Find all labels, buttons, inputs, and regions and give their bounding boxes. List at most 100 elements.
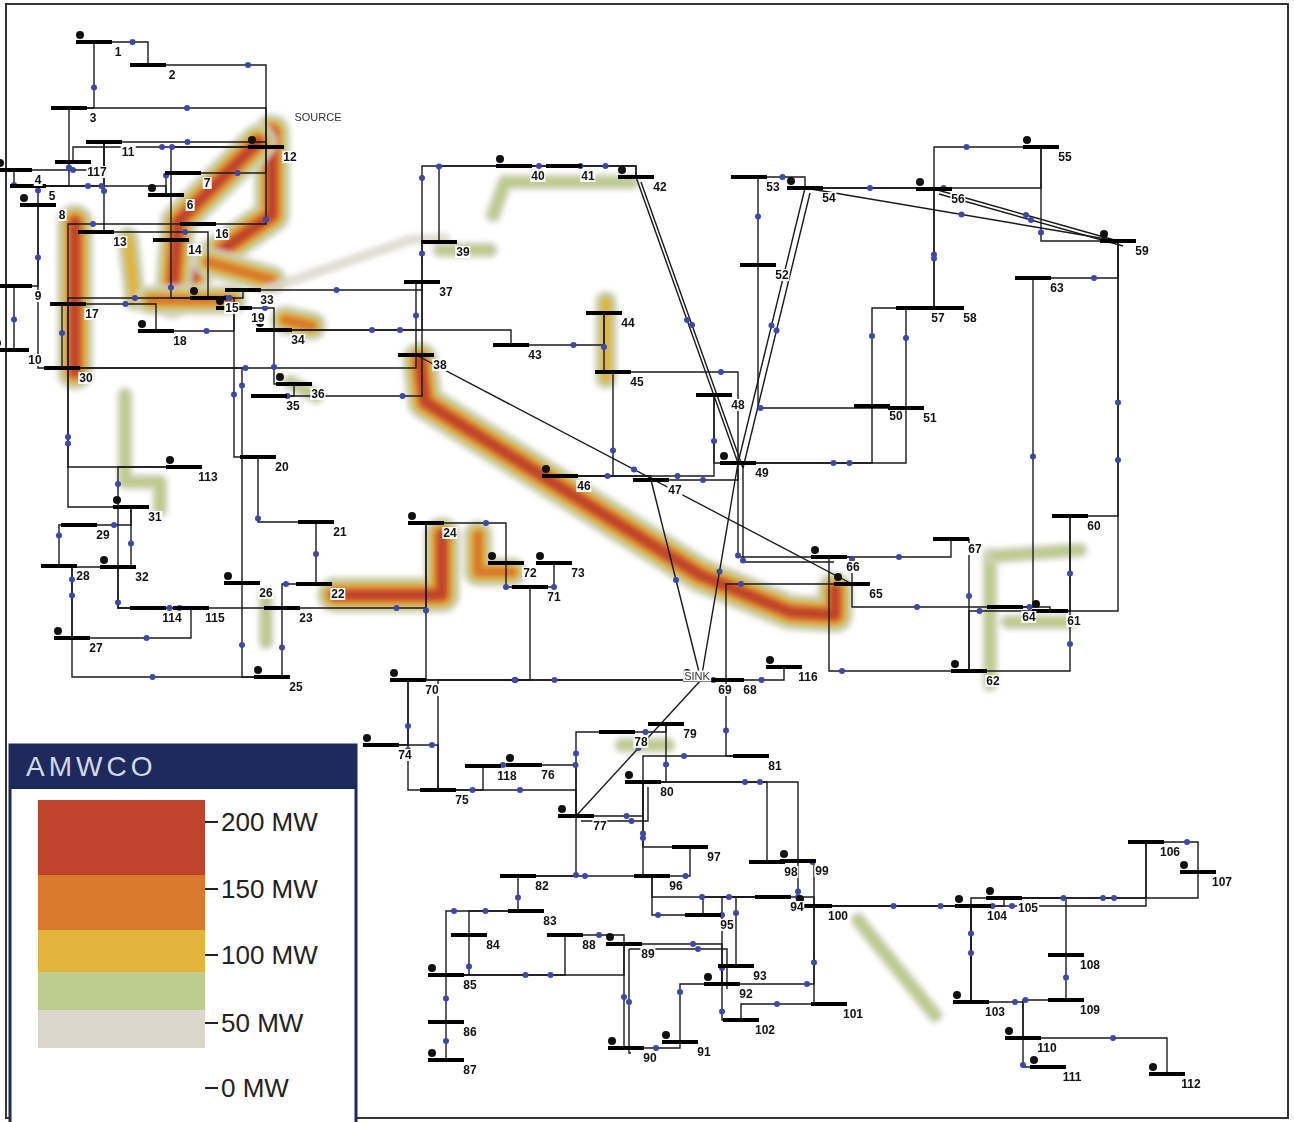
branch-dot bbox=[517, 787, 523, 793]
generator-symbol bbox=[1149, 1063, 1157, 1071]
bus-number: 114 bbox=[161, 612, 182, 624]
branch-line bbox=[738, 188, 805, 463]
heat-band bbox=[420, 360, 835, 615]
bus-number: 118 bbox=[496, 770, 517, 782]
heat-band bbox=[1008, 617, 1070, 627]
branch-dot bbox=[621, 994, 627, 1000]
legend-swatch bbox=[38, 972, 205, 1010]
branch-dot bbox=[690, 941, 696, 947]
generator-symbol bbox=[1100, 230, 1108, 238]
branch-line bbox=[576, 732, 617, 816]
bus-bar bbox=[811, 1002, 847, 1006]
branch-line bbox=[738, 463, 829, 557]
heat-band bbox=[478, 535, 512, 572]
branch-dot bbox=[397, 327, 403, 333]
bus-bar bbox=[955, 904, 991, 908]
bus-bar bbox=[1032, 609, 1068, 613]
branch-line bbox=[258, 457, 316, 522]
branch-line bbox=[1023, 1000, 1066, 1038]
branch-dot bbox=[283, 581, 289, 587]
bus-number: 95 bbox=[719, 919, 734, 931]
bus-number: 11 bbox=[121, 146, 136, 158]
bus-number: 79 bbox=[682, 728, 697, 740]
branch-line bbox=[62, 355, 416, 368]
branch-dot bbox=[1063, 975, 1069, 981]
branch-dot bbox=[643, 729, 649, 735]
branch-dot bbox=[1030, 454, 1036, 460]
bus-bar bbox=[787, 186, 823, 190]
bus-number: 13 bbox=[112, 236, 127, 248]
bus-bar bbox=[363, 743, 399, 747]
branch-dot bbox=[123, 301, 129, 307]
bus-number: 59 bbox=[1134, 245, 1149, 257]
heat-band bbox=[258, 596, 275, 642]
bus-bar bbox=[595, 370, 631, 374]
branch-dot bbox=[235, 170, 241, 176]
branch-dot bbox=[573, 872, 579, 878]
branch-line bbox=[969, 611, 1050, 671]
branch-dot bbox=[1028, 217, 1034, 223]
bus-bar bbox=[496, 164, 532, 168]
legend-swatch bbox=[38, 800, 205, 875]
bus-bar bbox=[733, 754, 769, 758]
bus-bar bbox=[928, 306, 964, 310]
heat-band bbox=[128, 238, 135, 300]
branch-dot bbox=[263, 217, 269, 223]
branch-dot bbox=[85, 183, 91, 189]
branch-dot bbox=[184, 105, 190, 111]
bus-bar bbox=[662, 1040, 698, 1044]
heat-band bbox=[208, 262, 272, 280]
legend-label: 50 MW bbox=[221, 1009, 303, 1037]
legend-box bbox=[10, 745, 356, 1122]
heat-band bbox=[56, 222, 94, 372]
branch-line bbox=[183, 147, 266, 173]
heat-band bbox=[70, 222, 80, 372]
bus-bar bbox=[508, 909, 544, 913]
bus-bar bbox=[390, 678, 426, 682]
bus-number: 74 bbox=[397, 749, 412, 761]
branch-dot bbox=[115, 600, 121, 606]
bus-bar bbox=[1180, 870, 1216, 874]
branch-dot bbox=[699, 894, 705, 900]
heat-band bbox=[125, 395, 160, 510]
branch-dot bbox=[503, 584, 509, 590]
branch-dot bbox=[740, 558, 746, 564]
branch-line bbox=[62, 368, 242, 583]
branch-dot bbox=[1061, 895, 1067, 901]
branch-dot bbox=[831, 460, 837, 466]
bus-number: 97 bbox=[706, 851, 721, 863]
branch-line bbox=[703, 897, 773, 915]
bus-number: 42 bbox=[652, 181, 667, 193]
branch-line bbox=[282, 523, 426, 608]
branch-dot bbox=[968, 950, 974, 956]
bus-number: 75 bbox=[454, 794, 469, 806]
bus-number: 85 bbox=[462, 979, 477, 991]
branch-dot bbox=[596, 932, 602, 938]
branch-line bbox=[72, 608, 191, 638]
generator-symbol bbox=[834, 573, 842, 581]
bus-number: 110 bbox=[1036, 1042, 1057, 1054]
heat-band bbox=[63, 222, 87, 372]
generator-symbol bbox=[428, 1049, 436, 1057]
branch-dot bbox=[56, 533, 62, 539]
branch-dot bbox=[663, 762, 669, 768]
branch-dot bbox=[204, 328, 210, 334]
branch-dot bbox=[631, 467, 637, 473]
bus-number: 70 bbox=[424, 684, 439, 696]
generator-symbol bbox=[0, 159, 4, 167]
branch-dot bbox=[101, 188, 107, 194]
branch-line bbox=[59, 525, 79, 566]
branch-line bbox=[1005, 278, 1033, 607]
legend-tick bbox=[205, 954, 218, 956]
legend-swatch bbox=[38, 875, 205, 930]
branch-dot bbox=[369, 327, 375, 333]
bus-bar bbox=[224, 581, 260, 585]
bus-bar bbox=[512, 585, 548, 589]
bus-bar bbox=[0, 168, 32, 172]
generator-symbol bbox=[248, 136, 256, 144]
generator-symbol bbox=[76, 31, 84, 39]
generator-symbol bbox=[625, 771, 633, 779]
branch-dots bbox=[11, 39, 1190, 1068]
bus-number: 29 bbox=[95, 529, 110, 541]
branch-dot bbox=[419, 175, 425, 181]
